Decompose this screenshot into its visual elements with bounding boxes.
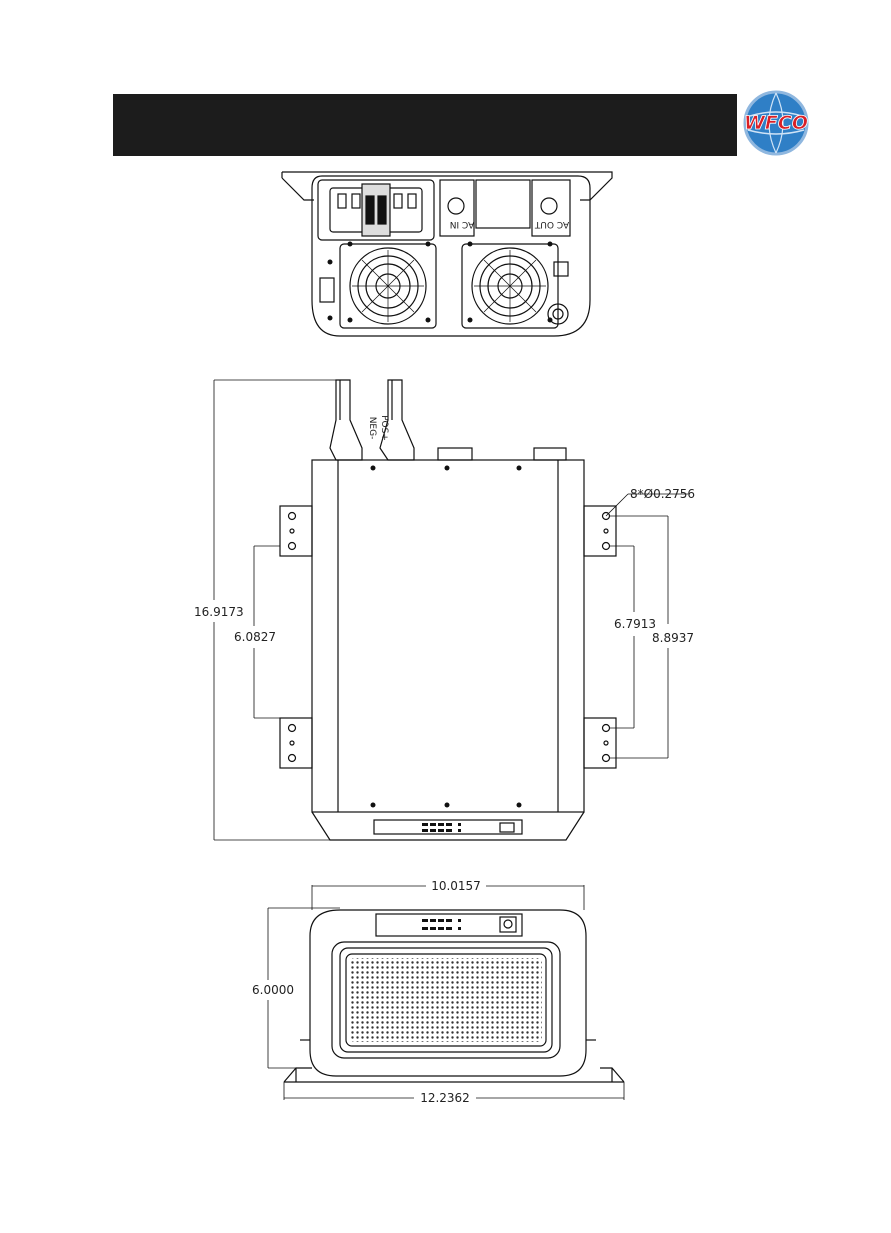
- ac-in-label: AC IN: [450, 219, 475, 229]
- top-view: [280, 380, 616, 840]
- dim-overall-length: 16.9173: [194, 605, 244, 619]
- top-view-dimensions: [214, 380, 688, 840]
- rear-view: [282, 172, 612, 336]
- dim-right-outer-span: 8.8937: [652, 631, 694, 645]
- ac-out-label: AC OUT: [534, 219, 569, 229]
- dim-hole-spec: 8*Ø0.2756: [630, 487, 695, 501]
- pos-cable-label: POS+: [379, 415, 389, 441]
- dim-left-bracket-span: 6.0827: [234, 630, 276, 644]
- neg-cable-label: NEG-: [367, 417, 377, 440]
- dim-right-inner-span: 6.7913: [614, 617, 656, 631]
- front-grille-mesh: [350, 958, 542, 1042]
- dim-body-width: 10.0157: [431, 879, 481, 893]
- dim-base-width: 12.2362: [420, 1091, 470, 1105]
- dim-height: 6.0000: [252, 983, 294, 997]
